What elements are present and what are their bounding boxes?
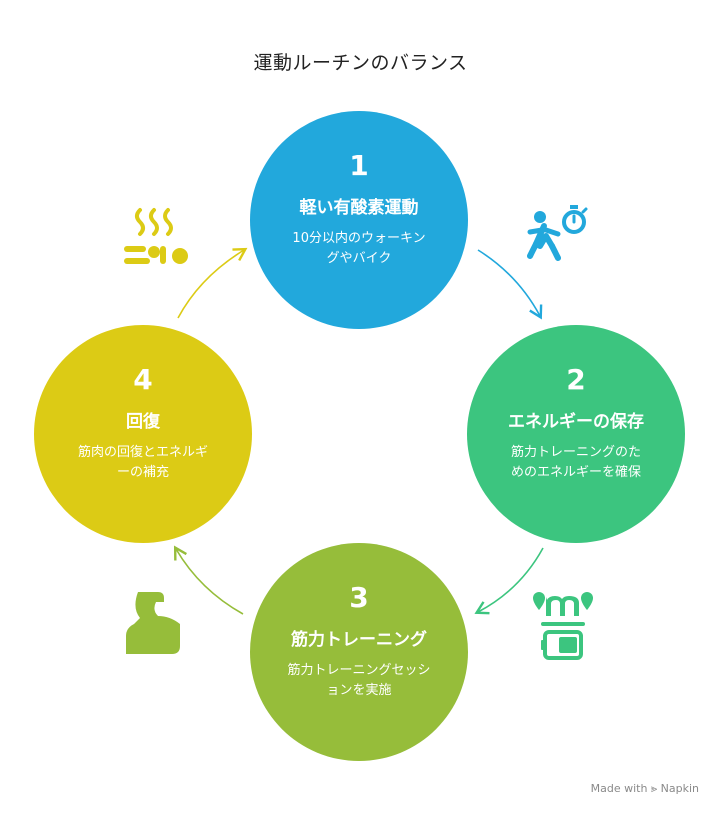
step-description: 筋力トレーニングセッシ ョンを実施 xyxy=(272,661,446,701)
arrow-4-to-1 xyxy=(177,247,248,319)
step-number: 2 xyxy=(566,363,586,396)
step-circle-2: 2 エネルギーの保存 筋力トレーニングのた めのエネルギーを確保 xyxy=(467,325,685,543)
step-number: 3 xyxy=(349,581,369,614)
step-description-line: グやバイク xyxy=(326,251,392,266)
step-title: エネルギーの保存 xyxy=(508,412,644,432)
step-description: 筋力トレーニングのた めのエネルギーを確保 xyxy=(489,443,663,483)
step-title: 筋力トレーニング xyxy=(291,630,427,650)
step-description-line: ーの補充 xyxy=(116,465,169,480)
step-description-line: 筋力トレーニングのた xyxy=(510,445,641,460)
flexed-arm-icon xyxy=(126,592,180,654)
step-description-line: めのエネルギーを確保 xyxy=(510,465,641,480)
step-title: 軽い有酸素運動 xyxy=(299,198,419,218)
battery-energy-icon xyxy=(533,592,593,660)
step-description-line: ョンを実施 xyxy=(326,683,392,698)
step-title: 回復 xyxy=(126,412,160,432)
step-description-line: 筋肉の回復とエネルギ xyxy=(77,445,208,460)
step-description-line: 10分以内のウォーキン xyxy=(292,231,426,246)
arrow-2-to-3 xyxy=(474,547,544,615)
step-number: 1 xyxy=(349,149,369,182)
step-circle-1: 1 軽い有酸素運動 10分以内のウォーキン グやバイク xyxy=(250,111,468,329)
running-timer-icon xyxy=(527,205,588,261)
diagram-title: 運動ルーチンのバランス xyxy=(253,52,468,74)
footer-credit: Made with ⪢ Napkin xyxy=(590,782,699,795)
step-circle-4: 4 回復 筋肉の回復とエネルギ ーの補充 xyxy=(34,325,252,543)
step-description: 筋肉の回復とエネルギ ーの補充 xyxy=(56,443,230,483)
step-circle-3: 3 筋力トレーニング 筋力トレーニングセッシ ョンを実施 xyxy=(250,543,468,761)
arrow-1-to-2 xyxy=(477,249,543,320)
step-number: 4 xyxy=(133,363,153,396)
arrow-3-to-4 xyxy=(173,545,244,615)
step-description: 10分以内のウォーキン グやバイク xyxy=(272,229,446,269)
hot-spring-icon xyxy=(124,208,188,264)
step-description-line: 筋力トレーニングセッシ xyxy=(287,663,431,678)
